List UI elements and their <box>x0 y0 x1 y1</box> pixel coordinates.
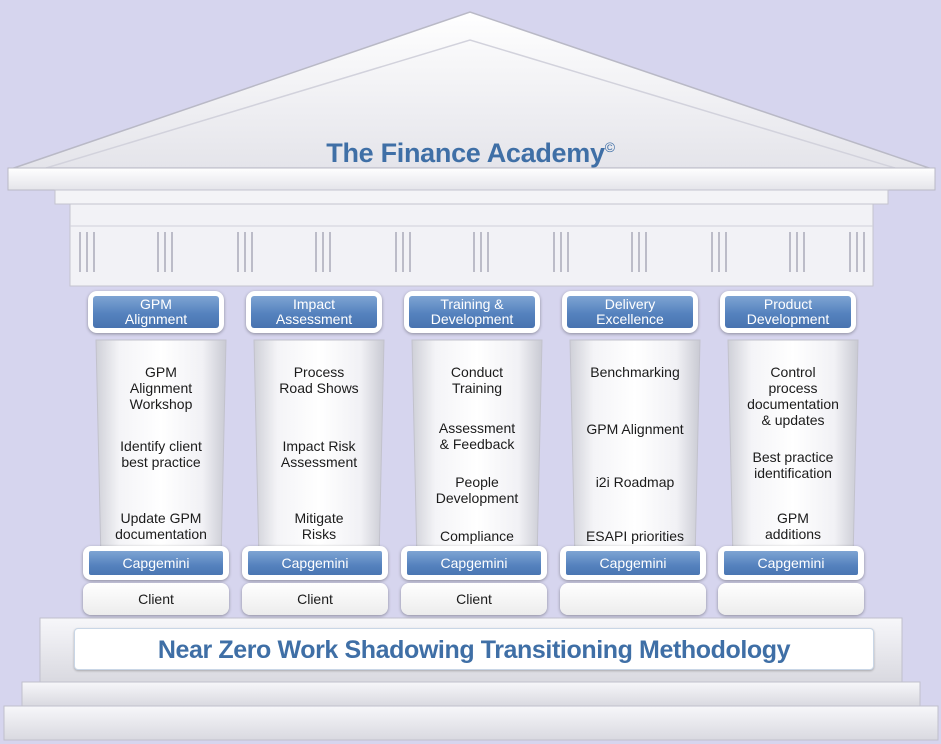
capgemini-label: Capgemini <box>89 551 223 575</box>
header-line: GPM <box>140 296 172 312</box>
activity-text: Mitigate Risks <box>294 510 344 542</box>
pillar-activity: Process Road Shows <box>249 364 389 396</box>
pillar-activity: Impact Risk Assessment <box>249 438 389 470</box>
pillar-activity: ESAPI priorities <box>565 528 705 544</box>
step-bottom <box>3 705 939 741</box>
capgemini-bar: Capgemini <box>718 546 864 580</box>
capgemini-bar: Capgemini <box>242 546 388 580</box>
activity-text: Identify client best practice <box>120 438 202 470</box>
activity-text: Benchmarking <box>590 364 680 380</box>
activity-text: Process Road Shows <box>279 364 359 396</box>
client-bar: Client <box>242 583 388 615</box>
capgemini-label: Capgemini <box>566 551 700 575</box>
activity-text: Assessment & Feedback <box>438 420 516 452</box>
pillar-activity: Identify client best practice <box>91 438 231 470</box>
pillar-activity: Assessment & Feedback <box>407 420 547 452</box>
pillar-activity: Compliance <box>407 528 547 544</box>
capgemini-bar: Capgemini <box>401 546 547 580</box>
pillar-header-training-development: Training &Development <box>404 291 540 333</box>
activity-text: ESAPI priorities <box>585 528 685 544</box>
header-line: Training & <box>440 296 504 312</box>
pillar-activity: GPM additions <box>723 510 863 542</box>
header-line: Delivery <box>604 296 656 312</box>
activity-text: GPM additions <box>764 510 822 542</box>
header-line: Development <box>430 311 514 327</box>
copyright-mark: © <box>604 139 615 155</box>
pillar-activity: People Development <box>407 474 547 506</box>
activity-text: GPM Alignment Workshop <box>129 364 193 412</box>
capgemini-label: Capgemini <box>407 551 541 575</box>
capgemini-bar: Capgemini <box>83 546 229 580</box>
pillar-activity: Update GPM documentation <box>91 510 231 542</box>
header-line: Development <box>746 311 830 327</box>
activity-text: People Development <box>435 474 519 506</box>
client-bar: Client <box>83 583 229 615</box>
activity-text: Impact Risk Assessment <box>280 438 358 470</box>
activity-text: Compliance <box>440 528 514 544</box>
capgemini-label: Capgemini <box>724 551 858 575</box>
cornice <box>7 167 936 191</box>
step-middle <box>21 681 921 707</box>
activity-text: Conduct Training <box>450 364 504 396</box>
header-line: Assessment <box>275 311 353 327</box>
pillar-activity: Mitigate Risks <box>249 510 389 542</box>
header-line: Alignment <box>124 311 188 327</box>
pillar-activity: Conduct Training <box>407 364 547 396</box>
header-line: Product <box>763 296 813 312</box>
capgemini-label: Capgemini <box>248 551 382 575</box>
title-text: The Finance Academy <box>326 138 605 168</box>
activity-text: Best practice identification <box>752 449 834 481</box>
client-bar <box>718 583 864 615</box>
activity-text: i2i Roadmap <box>595 474 675 490</box>
frieze <box>69 203 874 287</box>
pillar-activity: GPM Alignment <box>565 421 705 437</box>
activity-text: Update GPM documentation <box>115 510 207 542</box>
header-line: Excellence <box>596 311 664 327</box>
pillar-activity: Benchmarking <box>565 364 705 380</box>
activity-text: GPM Alignment <box>586 421 684 437</box>
client-bar: Client <box>401 583 547 615</box>
triglyphs <box>79 231 865 273</box>
columns <box>95 339 859 561</box>
pillar-activity: Control process documentation & updates <box>723 364 863 428</box>
pillar-activity: GPM Alignment Workshop <box>91 364 231 412</box>
diagram-title: The Finance Academy© <box>0 138 941 169</box>
foundation-banner: Near Zero Work Shadowing Transitioning M… <box>74 628 874 670</box>
pillar-activity: Best practice identification <box>723 449 863 481</box>
activity-text: Control process documentation & updates <box>747 364 839 428</box>
pillar-activity: i2i Roadmap <box>565 474 705 490</box>
header-line: Impact <box>292 296 335 312</box>
capgemini-bar: Capgemini <box>560 546 706 580</box>
client-bar <box>560 583 706 615</box>
